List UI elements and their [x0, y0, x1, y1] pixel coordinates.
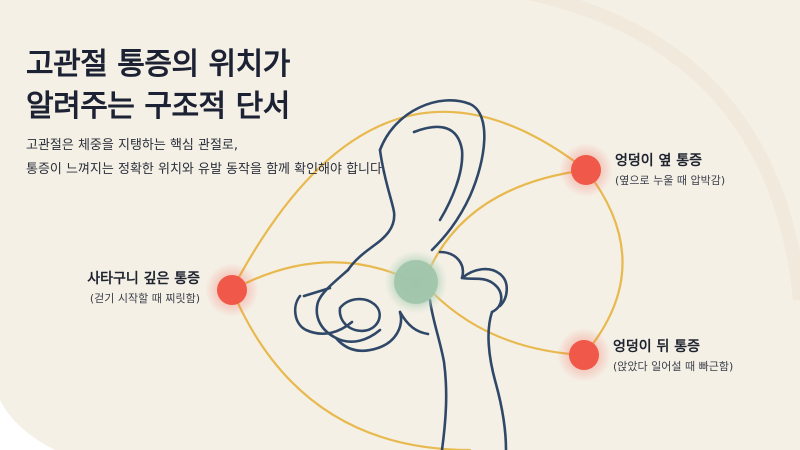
connector-arc-upper: [230, 110, 588, 292]
connector-line-lateral: [428, 168, 588, 270]
label-posterior-detail: (앉았다 일어설 때 빠근함): [613, 360, 734, 373]
description-line-2: 통증이 느껴지는 정확한 위치와 유발 동작을 함께 확인해야 합니다.: [26, 162, 387, 177]
pelvis-bone-illustration: [293, 99, 509, 450]
label-lateral-pain: 엉덩이 옆 통증 (옆으로 누울 때 압박감): [615, 150, 725, 190]
background-arc: [527, 0, 800, 301]
page-title: 고관절 통증의 위치가 알려주는 구조적 단서: [26, 44, 290, 128]
label-lateral-detail: (옆으로 누울 때 압박감): [615, 174, 726, 187]
description-line-1: 고관절은 체중을 지탱하는 핵심 관절로,: [26, 138, 239, 153]
label-groin-pain: 사타구니 깊은 통증 (걷기 시작할 때 찌릿함): [87, 268, 200, 308]
connector-arc-lower: [230, 288, 472, 450]
label-posterior-pain: 엉덩이 뒤 통증 (앉았다 일어설 때 빠근함): [613, 336, 733, 376]
pain-point-groin: [205, 263, 259, 317]
label-groin-detail: (걷기 시작할 때 찌릿함): [89, 292, 200, 305]
label-groin-title: 사타구니 깊은 통증: [87, 271, 200, 287]
title-line-2: 알려주는 구조적 단서: [26, 89, 290, 124]
pain-point-lateral: [559, 143, 613, 197]
label-posterior-title: 엉덩이 뒤 통증: [613, 339, 701, 355]
title-line-1: 고관절 통증의 위치가: [26, 47, 290, 82]
description: 고관절은 체중을 지탱하는 핵심 관절로, 통증이 느껴지는 정확한 위치와 유…: [26, 134, 386, 182]
hip-joint-marker: [384, 250, 448, 314]
pain-point-posterior: [557, 328, 611, 382]
label-lateral-title: 엉덩이 옆 통증: [615, 153, 703, 169]
connector-arc-right: [582, 168, 624, 357]
